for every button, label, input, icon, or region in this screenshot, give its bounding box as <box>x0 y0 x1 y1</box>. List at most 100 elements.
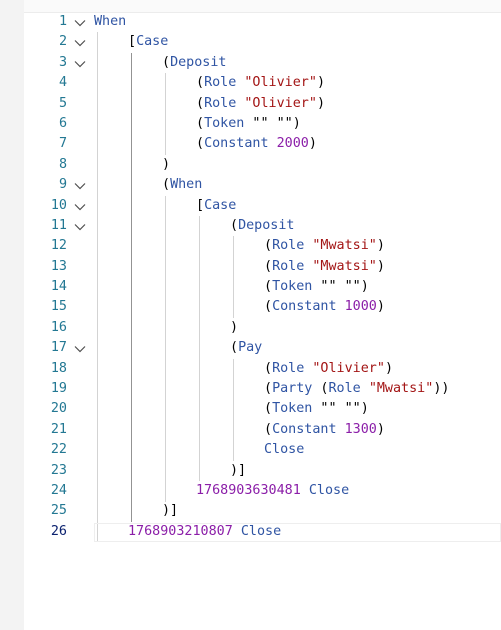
code-token: ) <box>316 95 325 111</box>
code-token: 1768903630481 <box>196 482 301 498</box>
code-token: 1768903210807 <box>128 523 233 539</box>
code-token: ) <box>376 421 385 437</box>
code-line[interactable]: 9(When <box>24 175 501 195</box>
code-token: Role <box>328 381 361 397</box>
code-token: Constant <box>204 136 269 152</box>
line-content: (Role "Olivier") <box>264 359 393 379</box>
code-token: Deposit <box>170 54 227 70</box>
line-number: 8 <box>58 156 67 172</box>
code-token: [ <box>128 34 137 50</box>
code-line[interactable]: 23)] <box>24 461 501 481</box>
code-token: )] <box>162 503 179 519</box>
code-token: Role <box>204 95 237 111</box>
code-token: Token <box>272 279 313 295</box>
code-token: Case <box>136 34 169 50</box>
code-line[interactable]: 15(Constant 1000) <box>24 297 501 317</box>
code-line[interactable]: 18 (Role "Olivier") <box>24 359 501 379</box>
code-token: "Olivier" <box>244 75 317 91</box>
code-token: "Olivier" <box>244 95 317 111</box>
line-content: ) <box>230 318 238 338</box>
code-token: ) <box>376 299 385 315</box>
code-token: ( <box>196 95 205 111</box>
code-line[interactable]: 2[Case <box>24 32 501 52</box>
chevron-down-icon[interactable] <box>73 342 87 356</box>
code-line[interactable]: 7(Constant 2000) <box>24 134 501 154</box>
code-token: )] <box>230 462 247 478</box>
code-token <box>361 381 369 396</box>
line-number: 15 <box>50 299 67 315</box>
code-line[interactable]: 3(Deposit <box>24 53 501 73</box>
code-token: ( <box>264 360 273 376</box>
line-number: 21 <box>50 421 67 437</box>
code-line[interactable]: 22 Close <box>24 440 501 460</box>
line-number: 5 <box>58 95 67 111</box>
current-line-highlight <box>94 523 501 542</box>
line-number: 10 <box>50 197 67 213</box>
code-token <box>301 483 309 498</box>
line-number: 18 <box>50 360 67 376</box>
code-token: ( <box>230 340 239 356</box>
code-line[interactable]: 14(Token "" "") <box>24 277 501 297</box>
line-number: 6 <box>58 115 67 131</box>
chevron-down-icon[interactable] <box>73 220 87 234</box>
code-token: Role <box>204 75 237 91</box>
line-content: (Deposit <box>230 216 295 236</box>
code-token: 1300 <box>344 421 377 437</box>
code-line[interactable]: 20(Token "" "") <box>24 399 501 419</box>
code-token: Token <box>204 115 245 131</box>
code-token: "" "") <box>312 279 369 295</box>
line-number: 16 <box>50 319 67 335</box>
code-line[interactable]: 25)] <box>24 501 501 521</box>
code-token: ( <box>196 136 205 152</box>
code-token: ( <box>162 177 171 193</box>
code-line[interactable]: 1 When <box>24 12 501 32</box>
chevron-down-icon[interactable] <box>73 36 87 50</box>
chevron-down-icon[interactable] <box>73 57 87 71</box>
chevron-down-icon[interactable] <box>73 200 87 214</box>
code-line[interactable]: 17(Pay <box>24 338 501 358</box>
line-number: 19 <box>50 381 67 397</box>
code-line[interactable]: 11(Deposit <box>24 216 501 236</box>
code-token: "" "") <box>244 115 301 131</box>
code-line[interactable]: 21(Constant 1300) <box>24 420 501 440</box>
code-line[interactable]: 19 (Party (Role "Mwatsi")) <box>24 379 501 399</box>
indent-guide <box>97 32 98 543</box>
code-line[interactable]: 6 (Token "" "") <box>24 114 501 134</box>
code-token: ( <box>196 75 205 91</box>
line-content: Close <box>264 440 304 460</box>
code-token: Deposit <box>238 217 295 233</box>
code-token: )) <box>433 381 450 397</box>
code-token: ) <box>376 238 385 254</box>
code-token: ( <box>312 381 329 397</box>
code-token: ) <box>384 360 393 376</box>
code-token: 1000 <box>344 299 377 315</box>
code-line[interactable]: 5 (Role "Olivier") <box>24 94 501 114</box>
line-number: 22 <box>50 442 67 458</box>
code-line[interactable]: 4(Role "Olivier") <box>24 73 501 93</box>
code-token: Pay <box>238 340 263 356</box>
line-number: 4 <box>58 75 67 91</box>
chevron-down-icon[interactable] <box>73 16 87 30</box>
chevron-down-icon[interactable] <box>73 179 87 193</box>
line-number: 1 <box>58 14 67 29</box>
line-number: 9 <box>58 177 67 193</box>
line-content: [Case <box>128 32 168 52</box>
code-line[interactable]: 16) <box>24 318 501 338</box>
code-line[interactable]: 12(Role "Mwatsi") <box>24 236 501 256</box>
code-token: "" "") <box>312 401 369 417</box>
code-token: ( <box>264 421 273 437</box>
line-content: When <box>94 12 126 32</box>
indent-guide <box>131 52 132 522</box>
line-content: [Case <box>196 196 236 216</box>
line-content: (Party (Role "Mwatsi")) <box>264 379 449 399</box>
code-line[interactable]: 8) <box>24 155 501 175</box>
code-line[interactable]: 13(Role "Mwatsi") <box>24 257 501 277</box>
code-token: Party <box>272 381 313 397</box>
line-content: 1768903210807 Close <box>128 522 281 542</box>
code-token: ( <box>196 115 205 131</box>
code-line[interactable]: 10 [Case <box>24 196 501 216</box>
